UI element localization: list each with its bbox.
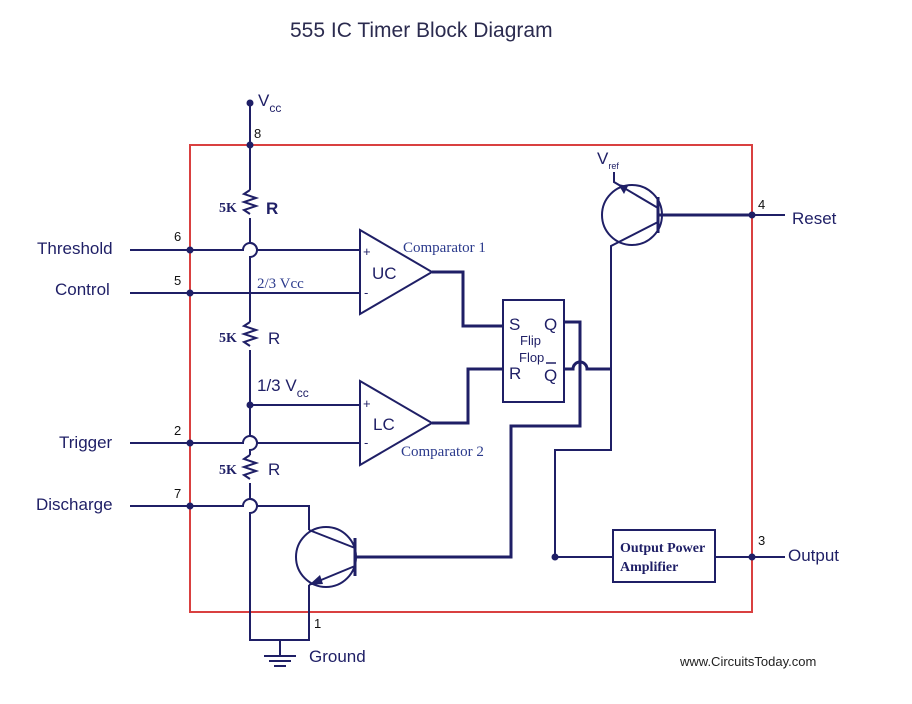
reset-transistor-collector bbox=[554, 221, 659, 557]
comparator-2-label: Comparator 2 bbox=[401, 444, 484, 460]
pin-5-node bbox=[186, 289, 194, 297]
vref-subscript: ref bbox=[608, 161, 619, 171]
comparator-2-name: LC bbox=[373, 415, 395, 434]
pin-2-number: 2 bbox=[174, 423, 181, 438]
comparator-1-symbol bbox=[359, 228, 434, 316]
resistor-3-name: R bbox=[268, 460, 280, 479]
comparator-1-minus: - bbox=[364, 285, 368, 300]
flip-flop-s: S bbox=[509, 315, 520, 334]
pin-4-number: 4 bbox=[758, 197, 765, 212]
resistor-2-name: R bbox=[268, 329, 280, 348]
comparator-1-output-wire bbox=[432, 270, 503, 328]
vref-label: Vref bbox=[597, 149, 619, 171]
flip-flop-qbar: Q bbox=[544, 366, 557, 385]
comparator-1-label: Comparator 1 bbox=[403, 240, 486, 256]
pin-2-node bbox=[186, 439, 194, 447]
trigger-label: Trigger bbox=[59, 433, 113, 452]
website-credit: www.CircuitsToday.com bbox=[679, 654, 816, 669]
one-third-vcc-subscript: cc bbox=[297, 386, 309, 400]
comparator-2-plus: + bbox=[363, 396, 371, 411]
pin-7-node bbox=[186, 502, 194, 510]
control-label: Control bbox=[55, 280, 110, 299]
threshold-wire bbox=[130, 242, 360, 251]
trigger-wire bbox=[130, 435, 360, 444]
comparator-2-minus: - bbox=[364, 435, 368, 450]
vcc-subscript: cc bbox=[269, 101, 281, 115]
two-thirds-vcc-label: 2/3 Vcc bbox=[257, 276, 304, 292]
ground-label: Ground bbox=[309, 647, 366, 666]
resistor-1-value: 5K bbox=[219, 201, 237, 216]
pin-1-number: 1 bbox=[314, 616, 321, 631]
pin-4-node bbox=[748, 211, 756, 219]
flip-flop-box bbox=[502, 299, 565, 403]
comparator-1-name: UC bbox=[372, 264, 397, 283]
comparator-2-symbol bbox=[359, 379, 434, 467]
discharge-label: Discharge bbox=[36, 495, 113, 514]
threshold-label: Threshold bbox=[37, 239, 113, 258]
resistor-1-symbol bbox=[240, 189, 260, 215]
amplifier-text-line1: Output Power bbox=[620, 541, 705, 556]
resistor-2-symbol bbox=[240, 321, 260, 347]
ladder-wire-upper bbox=[249, 218, 258, 322]
pin-7-number: 7 bbox=[174, 486, 181, 501]
comparator-2-output-wire bbox=[432, 367, 503, 425]
reset-label: Reset bbox=[792, 209, 837, 228]
vcc-label: Vcc bbox=[258, 91, 281, 115]
resistor-2-value: 5K bbox=[219, 331, 237, 346]
diagram-title: 555 IC Timer Block Diagram bbox=[290, 19, 553, 42]
discharge-transistor-collector bbox=[308, 529, 356, 549]
flip-flop-text-line2: Flop bbox=[519, 350, 544, 365]
qbar-output-wire bbox=[564, 360, 611, 371]
pin-3-number: 3 bbox=[758, 533, 765, 548]
amplifier-text-line2: Amplifier bbox=[620, 560, 678, 575]
flip-flop-r: R bbox=[509, 364, 521, 383]
resistor-1-name: R bbox=[266, 199, 278, 218]
flip-flop-q: Q bbox=[544, 315, 557, 334]
pin-5-number: 5 bbox=[174, 273, 181, 288]
discharge-wire bbox=[130, 498, 310, 530]
pin-6-node bbox=[186, 246, 194, 254]
reset-emitter-arrow bbox=[618, 184, 628, 194]
pin-6-number: 6 bbox=[174, 229, 181, 244]
ic-package-outline bbox=[189, 144, 753, 613]
resistor-3-value: 5K bbox=[219, 463, 237, 478]
discharge-emitter-arrow bbox=[309, 575, 323, 585]
pin-3-node bbox=[748, 553, 756, 561]
ground-icon bbox=[264, 655, 296, 667]
comparator-1-plus: + bbox=[363, 244, 371, 259]
one-third-vcc-label: 1/3 Vcc bbox=[257, 376, 309, 400]
pin-8-number: 8 bbox=[254, 126, 261, 141]
flip-flop-text-line1: Flip bbox=[520, 333, 541, 348]
resistor-3-symbol bbox=[240, 454, 260, 480]
q-output-wire bbox=[355, 320, 582, 559]
output-label: Output bbox=[788, 546, 839, 565]
reset-transistor-emitter bbox=[613, 172, 659, 209]
